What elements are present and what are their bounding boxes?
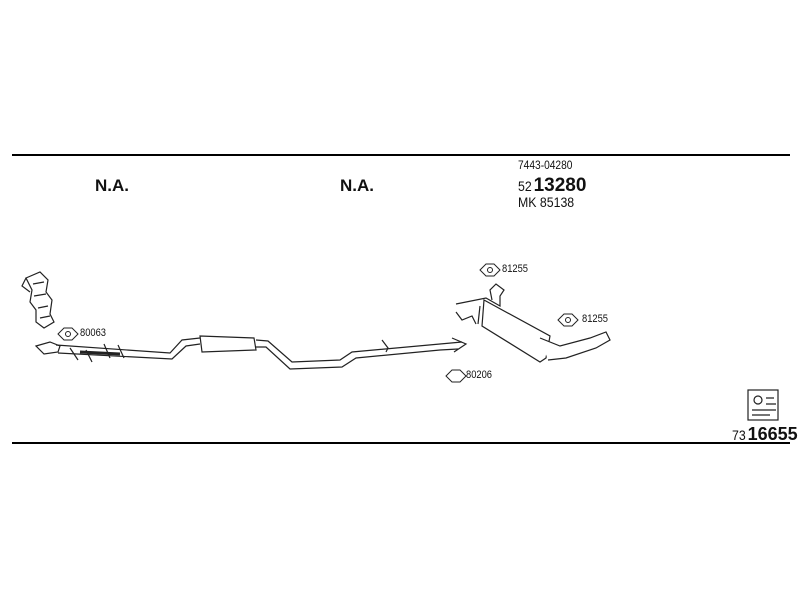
- footer-code-prefix: 73: [732, 427, 746, 443]
- ref-number-2-main: 13280: [533, 175, 587, 196]
- ref-number-3: MK 85138: [518, 194, 575, 210]
- ref-number-1: 7443-04280: [518, 158, 573, 172]
- part-label-81255-top: 81255: [502, 263, 529, 275]
- gasket-icon-81255-top: [479, 263, 501, 277]
- footer-code-main: 16655: [747, 424, 798, 444]
- part-label-81255-right: 81255: [582, 313, 609, 325]
- ref-number-2-prefix: 52: [518, 178, 532, 194]
- manifold-part: [21, 271, 55, 329]
- rear-muffler: [455, 283, 611, 363]
- part-label-80063: 80063: [80, 327, 107, 339]
- intermediate-pipe: [255, 337, 468, 370]
- gasket-icon-81255-right: [557, 313, 579, 327]
- na-left-label: N.A.: [95, 176, 129, 195]
- fenno-logo-icon: [747, 389, 779, 421]
- front-pipe: [34, 337, 201, 363]
- ref-number-2: 5213280: [518, 175, 586, 197]
- part-label-80206: 80206: [466, 369, 493, 381]
- gasket-icon-80063: [57, 327, 79, 341]
- center-muffler: [199, 335, 257, 353]
- gasket-icon-80206: [445, 369, 467, 383]
- na-middle-label: N.A.: [340, 176, 374, 195]
